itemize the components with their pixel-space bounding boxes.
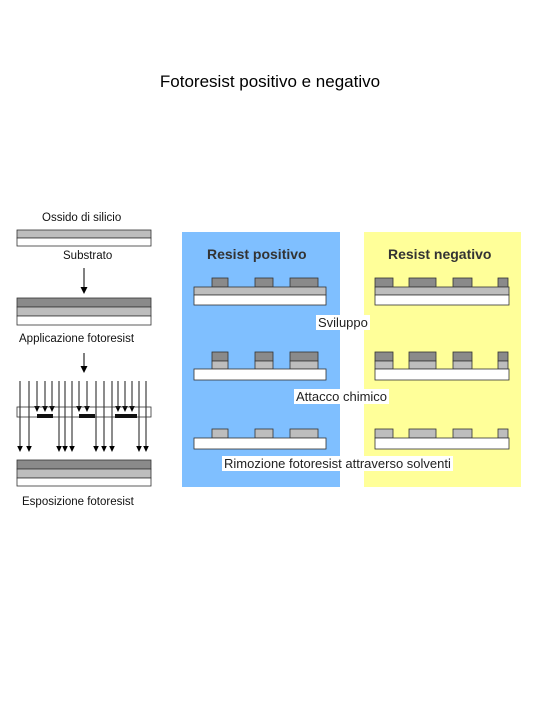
positive-final-wafer [193, 428, 327, 450]
negative-resist-title: Resist negativo [388, 246, 492, 262]
arrow-down-icon [56, 446, 62, 452]
resist-coated-stack [16, 297, 152, 326]
arrow-down-icon [84, 406, 90, 412]
develop-step-label: Sviluppo [316, 315, 370, 330]
arrow-down-icon [122, 406, 128, 412]
arrow-down-icon [80, 268, 88, 294]
arrow-down-icon [76, 406, 82, 412]
arrow-down-icon [143, 446, 149, 452]
arrow-down-icon [17, 446, 23, 452]
arrow-down-icon [34, 406, 40, 412]
oxide-substrate-stack [16, 229, 152, 247]
positive-resist-title: Resist positivo [207, 246, 307, 262]
arrow-down-icon [69, 446, 75, 452]
uv-light-arrows [17, 381, 149, 452]
photomask [16, 406, 152, 418]
arrow-down-icon [109, 446, 115, 452]
strip-step-label: Rimozione fotoresist attraverso solventi [222, 456, 453, 471]
positive-developed-wafer [193, 277, 327, 306]
expose-resist-label: Esposizione fotoresist [22, 496, 134, 508]
arrow-down-icon [101, 446, 107, 452]
etch-step-label: Attacco chimico [294, 389, 390, 404]
exposed-wafer-stack [16, 459, 152, 487]
arrow-down-icon [80, 353, 88, 373]
page-title: Fotoresist positivo e negativo [159, 72, 381, 91]
arrow-down-icon [49, 406, 55, 412]
arrow-down-icon [62, 446, 68, 452]
positive-etched-wafer [193, 351, 327, 381]
oxide-label: Ossido di silicio [42, 212, 122, 224]
substrate-label: Substrato [63, 250, 113, 262]
apply-resist-label: Applicazione fotoresist [19, 333, 135, 345]
negative-etched-wafer [374, 351, 510, 381]
arrow-down-icon [42, 406, 48, 412]
arrow-down-icon [115, 406, 121, 412]
arrow-down-icon [93, 446, 99, 452]
arrow-down-icon [136, 446, 142, 452]
negative-developed-wafer [374, 277, 510, 306]
arrow-down-icon [129, 406, 135, 412]
negative-final-wafer [374, 428, 510, 450]
arrow-down-icon [26, 446, 32, 452]
